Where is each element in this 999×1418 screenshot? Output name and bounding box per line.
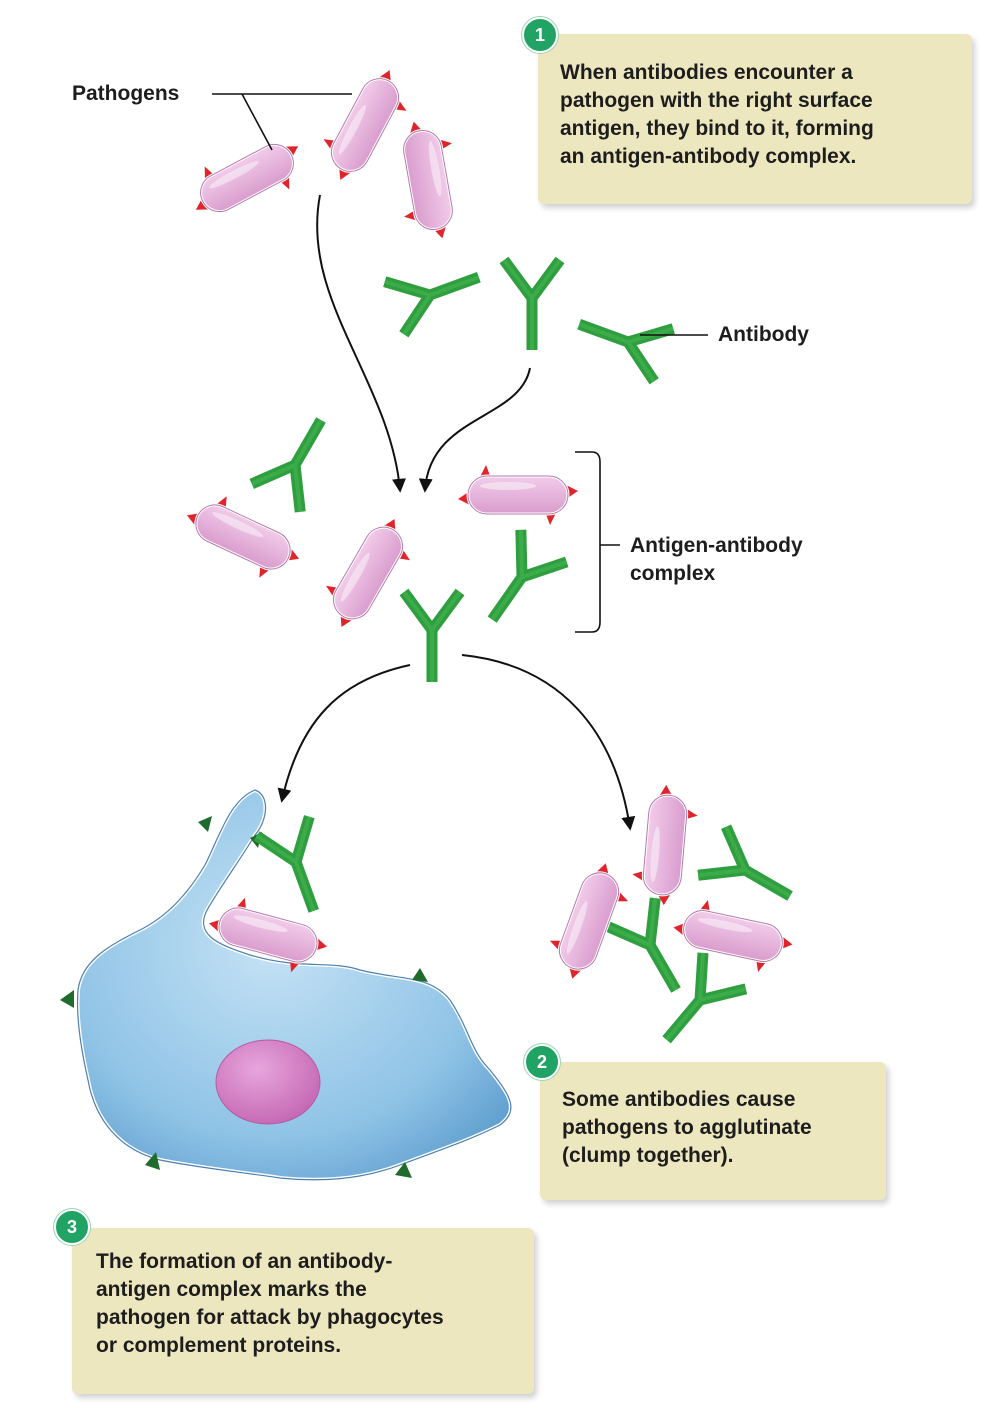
antibody-icon <box>698 827 804 920</box>
pathogen-icon <box>456 463 580 527</box>
step-1-callout <box>538 34 972 204</box>
arrow-icon <box>418 367 531 493</box>
phagocyte-icon <box>60 787 513 1182</box>
step-3-badge: 3 <box>54 1209 90 1245</box>
step-2-text: Some antibodies cause pathogens to agglu… <box>562 1088 812 1167</box>
complex-group <box>174 406 580 682</box>
pathogen-icon <box>310 504 426 642</box>
pathogen-icon <box>628 781 702 909</box>
antibody-icon <box>257 817 340 921</box>
pathogen-icon <box>308 56 422 194</box>
agglutination-cluster <box>538 781 804 1058</box>
pathogen-icon <box>666 892 800 980</box>
pathogen-icon <box>386 114 470 246</box>
antibody-icon <box>404 592 460 682</box>
complex-label: Antigen-antibody complex <box>630 534 803 585</box>
step-2-badge: 2 <box>524 1044 560 1080</box>
step-1-badge: 1 <box>522 17 558 53</box>
nucleus <box>215 1039 321 1125</box>
pathogen-icon <box>178 121 316 235</box>
pathogen-icon <box>538 852 640 990</box>
antibody-icon <box>504 260 560 350</box>
step-2-callout <box>540 1062 886 1200</box>
antibody-icon <box>252 406 345 512</box>
step-3-callout <box>72 1228 534 1394</box>
pathogens-label: Pathogens <box>72 82 180 105</box>
step-3-text: The formation of an antibody- antigen co… <box>96 1250 444 1357</box>
step-1-text: When antibodies encounter a pathogen wit… <box>560 61 874 168</box>
antibody-label: Antibody <box>718 323 809 346</box>
antibody-icon <box>469 530 566 636</box>
pathogen-icon <box>174 482 312 592</box>
pathogens-leader-line <box>241 93 273 151</box>
antibody-icon <box>607 898 700 1004</box>
antibody-icon <box>385 251 489 334</box>
complex-bracket <box>575 451 620 633</box>
arrow-icon <box>461 654 636 831</box>
arrow-icon <box>277 664 411 803</box>
arrow-icon <box>316 194 406 493</box>
antibody-icon <box>570 298 674 381</box>
